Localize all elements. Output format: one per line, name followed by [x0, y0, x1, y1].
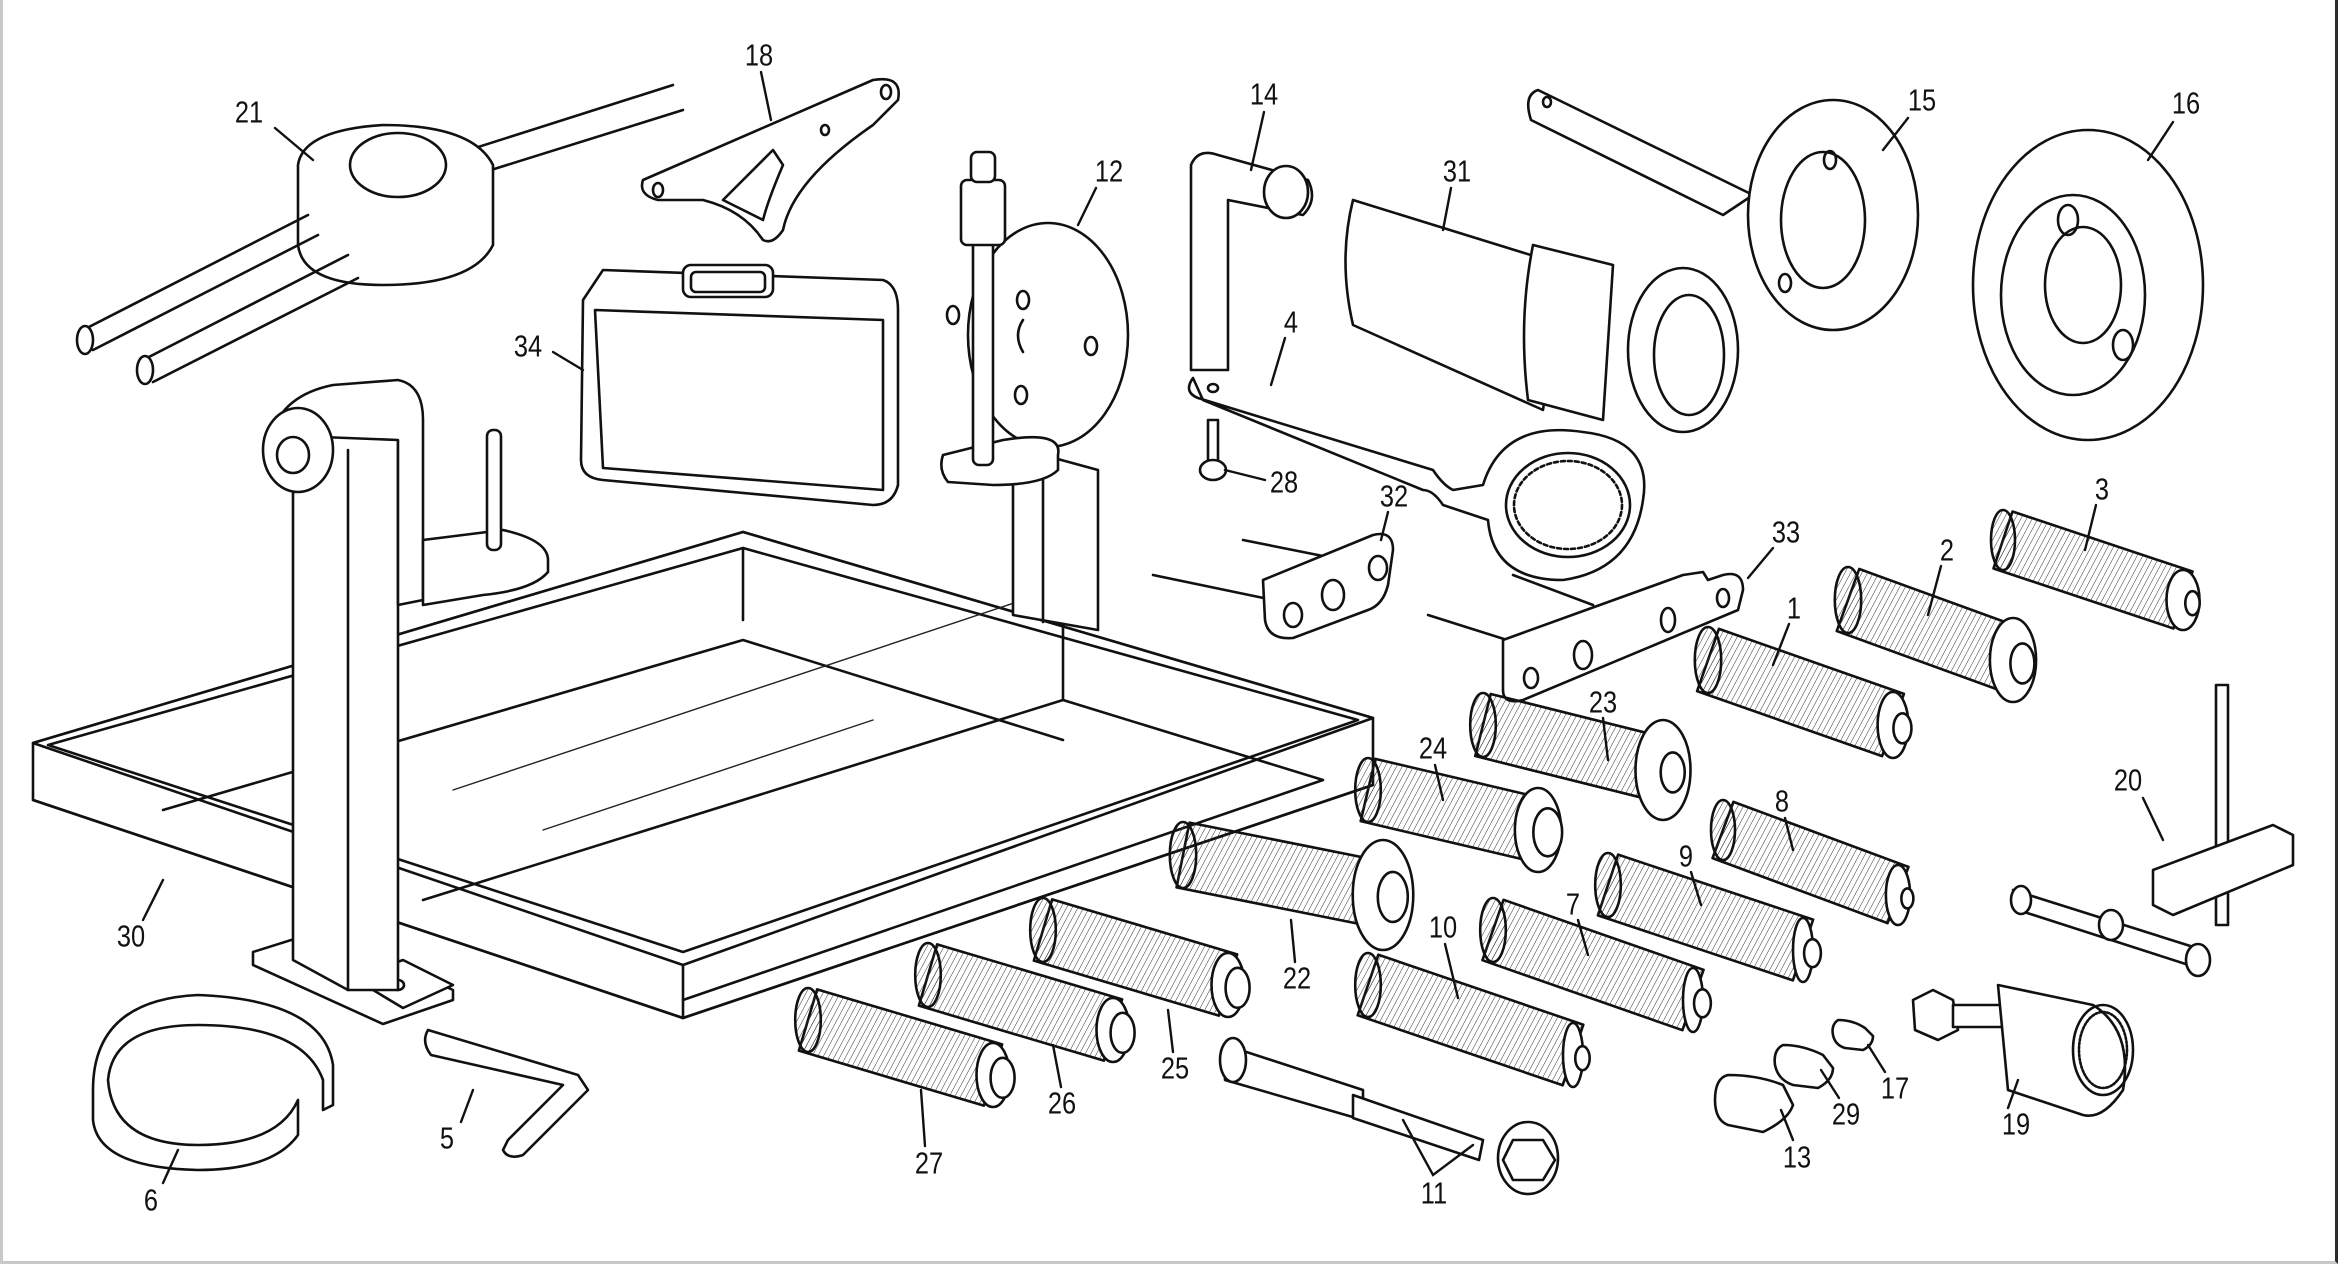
part-29-cap	[1773, 1043, 1835, 1090]
part-26-knurled-drift	[913, 941, 1136, 1064]
part-label-31: 31	[1442, 153, 1472, 189]
part-label-6: 6	[143, 1182, 159, 1218]
part-label-15: 15	[1907, 82, 1937, 118]
part-2-knurled-drift	[1833, 565, 2038, 704]
part-label-27: 27	[914, 1145, 944, 1181]
part-3-knurled-drift	[1989, 508, 2201, 632]
part-label-7: 7	[1565, 886, 1581, 922]
part-6-split-ring	[91, 993, 335, 1172]
part-label-30: 30	[116, 918, 146, 954]
part-21-ring-wrench	[75, 83, 685, 386]
part-label-4: 4	[1283, 304, 1299, 340]
part-25-knurled-drift	[1028, 896, 1251, 1019]
part-label-8: 8	[1774, 783, 1790, 819]
part-10-knurled-drift	[1353, 951, 1591, 1089]
part-label-32: 32	[1379, 478, 1409, 514]
part-13-cap	[1713, 1073, 1795, 1134]
part-31-sleeve	[1344, 198, 1740, 434]
part-33-locking-bar	[1426, 570, 1745, 703]
part-30-stand	[31, 378, 1375, 1026]
part-label-18: 18	[744, 37, 774, 73]
part-label-10: 10	[1428, 909, 1458, 945]
part-label-29: 29	[1831, 1096, 1861, 1132]
part-label-3: 3	[2094, 471, 2110, 507]
part-28-screw	[1198, 418, 1228, 482]
part-20-clamp	[2009, 683, 2295, 978]
part-5-hook	[423, 1028, 590, 1158]
part-12-flange-pin	[940, 150, 1130, 487]
part-15-holder	[1526, 88, 1920, 332]
part-16-disc	[1971, 128, 2205, 442]
part-22-knurled-drift	[1168, 820, 1415, 952]
part-27-knurled-drift	[793, 986, 1016, 1109]
part-11-pin-nut	[1218, 1036, 1560, 1196]
part-label-26: 26	[1047, 1085, 1077, 1121]
part-34-carry-case	[579, 263, 900, 507]
part-7-knurled-drift	[1478, 896, 1713, 1034]
part-23-knurled-drift	[1468, 691, 1692, 822]
part-label-28: 28	[1269, 464, 1299, 500]
part-label-21: 21	[234, 94, 264, 130]
part-label-13: 13	[1782, 1139, 1812, 1175]
part-9-knurled-drift	[1593, 851, 1823, 984]
part-label-17: 17	[1880, 1070, 1910, 1106]
part-label-19: 19	[2001, 1106, 2031, 1142]
exploded-view-drawing	[31, 70, 2295, 1196]
part-label-14: 14	[1249, 76, 1279, 112]
part-label-11: 11	[1420, 1175, 1448, 1211]
leader-lines	[141, 70, 2175, 1185]
part-label-12: 12	[1094, 153, 1124, 189]
part-label-5: 5	[439, 1120, 455, 1156]
part-17-cap	[1831, 1018, 1875, 1052]
part-label-16: 16	[2171, 85, 2201, 121]
part-label-2: 2	[1939, 532, 1955, 568]
part-label-1: 1	[1786, 590, 1802, 626]
part-1-knurled-drift	[1693, 625, 1913, 760]
part-32-plate	[1151, 532, 1395, 640]
part-label-23: 23	[1588, 684, 1618, 720]
part-label-24: 24	[1418, 730, 1448, 766]
part-label-9: 9	[1678, 838, 1694, 874]
part-label-34: 34	[513, 328, 543, 364]
part-label-22: 22	[1282, 960, 1312, 996]
part-4-toothed-wrench	[1187, 376, 1646, 582]
knurled-drifts-group	[793, 508, 2201, 1109]
part-8-knurled-drift	[1709, 798, 1915, 927]
part-label-25: 25	[1160, 1050, 1190, 1086]
part-label-20: 20	[2113, 762, 2143, 798]
part-19-puller	[1911, 983, 2135, 1117]
part-label-33: 33	[1771, 514, 1801, 550]
part-14-l-key	[1189, 151, 1314, 372]
part-18-bracket	[640, 77, 900, 243]
part-24-knurled-drift	[1353, 756, 1564, 874]
